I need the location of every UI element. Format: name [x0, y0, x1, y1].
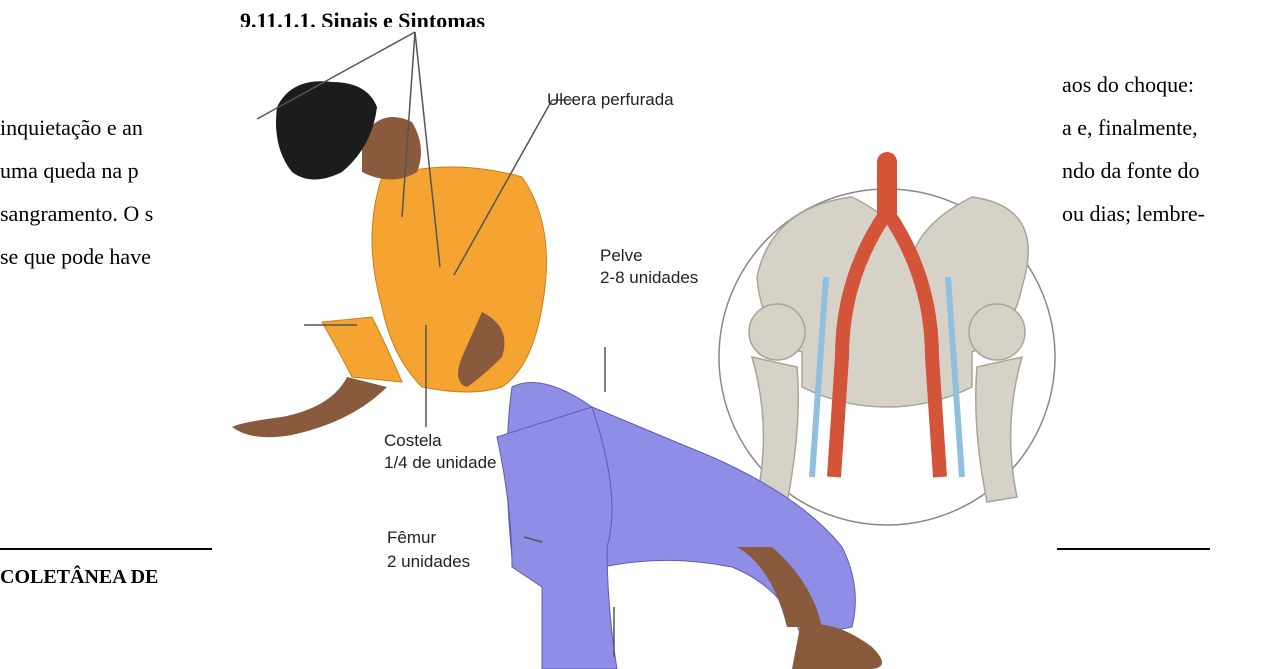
pelvis-inset — [719, 162, 1055, 525]
label-perforated-ulcer: Ulcera perfurada — [547, 89, 674, 111]
text-line-right-2: a e, finalmente, — [1062, 109, 1198, 147]
label-pelvis: Pelve — [600, 245, 643, 267]
text-line-left-4: sangramento. O s — [0, 195, 153, 233]
label-femur-units: 2 unidades — [387, 551, 470, 573]
footer-label: COLETÂNEA DE — [0, 566, 158, 589]
text-line-left-3: uma queda na p — [0, 152, 139, 190]
label-rib: Costela — [384, 430, 442, 452]
footer-rule-right — [1056, 548, 1210, 550]
label-rib-units: 1/4 de unidade — [384, 452, 497, 474]
label-pelvis-units: 2-8 unidades — [600, 267, 698, 289]
footer-rule-left — [0, 548, 240, 550]
text-line-right-3: ndo da fonte do — [1062, 152, 1199, 190]
label-femur: Fêmur — [387, 527, 436, 549]
bleeding-illustration: Ulcera perfurada Pelve 2-8 unidades Cost… — [212, 27, 1057, 669]
text-line-left-5: se que pode have — [0, 238, 151, 276]
text-line-right-4: ou dias; lembre- — [1062, 195, 1205, 233]
text-line-right-1: aos do choque: — [1062, 66, 1194, 104]
text-line-left-2: inquietação e an — [0, 109, 143, 147]
illustration-drawing — [212, 27, 1057, 669]
